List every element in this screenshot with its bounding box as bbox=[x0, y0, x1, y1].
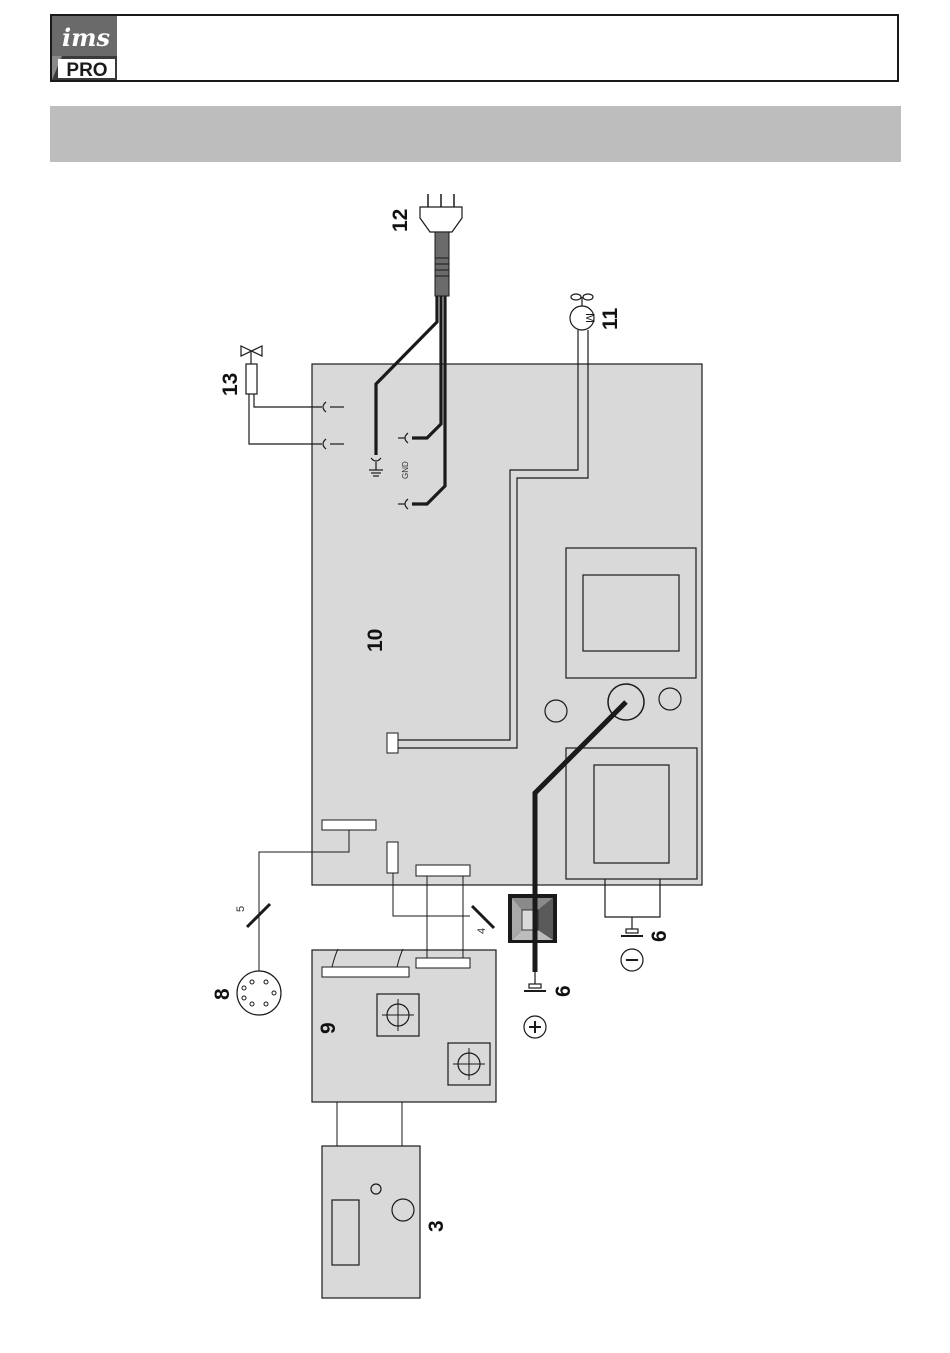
label-main-board: 10 bbox=[364, 629, 387, 652]
fan-symbol: M bbox=[583, 313, 597, 323]
mains-plug bbox=[420, 194, 462, 296]
label-valve: 13 bbox=[219, 373, 242, 396]
label-ground-negative: 6 bbox=[648, 930, 671, 942]
wire-count-5: 5 bbox=[235, 906, 247, 912]
gnd-label: GND bbox=[401, 461, 410, 479]
negative-terminal bbox=[605, 879, 660, 971]
control-panel bbox=[322, 1102, 420, 1298]
label-fan: 11 bbox=[599, 307, 622, 330]
label-interface-board: 9 bbox=[317, 1022, 340, 1034]
bus-4-wire bbox=[393, 873, 470, 958]
label-ground-positive: 6 bbox=[552, 985, 575, 997]
round-connector bbox=[237, 971, 281, 1015]
label-plug: 12 bbox=[389, 209, 412, 232]
label-connector-8: 8 bbox=[211, 988, 234, 1000]
wire-count-4: 4 bbox=[476, 928, 488, 934]
main-board bbox=[312, 364, 702, 885]
positive-terminal bbox=[524, 972, 546, 1038]
label-control-panel: 3 bbox=[425, 1220, 448, 1232]
